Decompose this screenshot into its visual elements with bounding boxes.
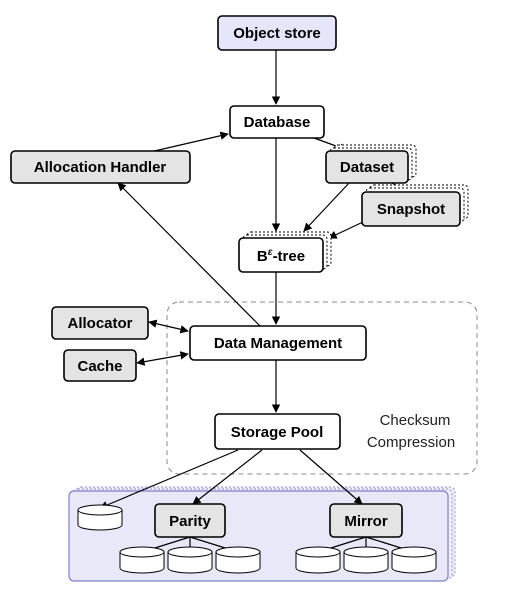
edge-storagepool-disk <box>99 449 239 509</box>
single-disk-icon <box>77 504 123 531</box>
edge-datamanagement-allocator <box>148 319 189 334</box>
object-store-node: Object store <box>217 15 337 51</box>
database-label: Database <box>244 114 311 131</box>
allocator-label: Allocator <box>67 315 132 332</box>
betree-label: Bε-tree <box>257 247 305 265</box>
edge-dataset-betree <box>303 181 351 232</box>
database-node: Database <box>229 105 325 139</box>
snapshot-node: Snapshot <box>361 184 469 227</box>
mirror-disk-2-icon <box>343 546 389 574</box>
mirror-disk-1-icon <box>295 546 341 574</box>
mirror-disk-3-icon <box>391 546 437 574</box>
allocation-handler-label: Allocation Handler <box>34 159 167 176</box>
object-store-label: Object store <box>233 25 321 42</box>
cache-label: Cache <box>77 358 122 375</box>
checksum-annotation: Checksum <box>380 412 451 429</box>
edge-allochandler-database <box>149 131 229 153</box>
allocation-handler-node: Allocation Handler <box>10 150 191 184</box>
parity-node: Parity <box>154 503 226 538</box>
compression-annotation: Compression <box>367 434 455 451</box>
storage-pool-label: Storage Pool <box>231 424 324 441</box>
data-management-label: Data Management <box>214 335 342 352</box>
parity-disk-1-icon <box>119 546 165 574</box>
dataset-node: Dataset <box>325 144 417 184</box>
edge-storagepool-mirror <box>299 449 363 505</box>
parity-label: Parity <box>169 513 211 530</box>
snapshot-label: Snapshot <box>377 201 445 218</box>
data-management-node: Data Management <box>189 325 367 361</box>
parity-disk-2-icon <box>167 546 213 574</box>
dataset-label: Dataset <box>340 159 394 176</box>
betree-node: Bε-tree <box>238 231 332 273</box>
parity-disk-3-icon <box>215 546 261 574</box>
edge-snapshot-betree <box>328 221 364 239</box>
edges <box>99 50 411 509</box>
edge-storagepool-parity <box>192 449 263 505</box>
cache-node: Cache <box>63 349 137 382</box>
storage-pool-node: Storage Pool <box>214 413 341 450</box>
mirror-label: Mirror <box>344 513 388 530</box>
allocator-node: Allocator <box>51 306 149 340</box>
mirror-node: Mirror <box>329 503 403 538</box>
edge-datamanagement-cache <box>136 351 189 366</box>
data-management-region <box>166 301 478 475</box>
edge-datamanagement-allochandler <box>117 182 261 327</box>
